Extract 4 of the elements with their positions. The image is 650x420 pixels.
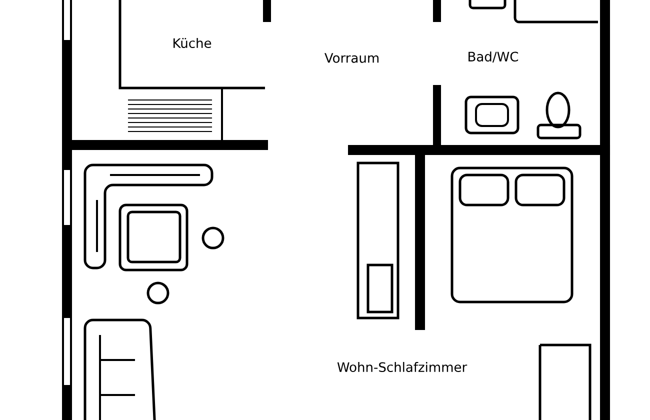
room-label: Küche xyxy=(174,38,212,48)
room-label: Wohn-Schlafzimmer xyxy=(337,362,468,372)
room-label: Bad/WC xyxy=(468,51,518,63)
room-label: Vorraum xyxy=(324,53,378,63)
